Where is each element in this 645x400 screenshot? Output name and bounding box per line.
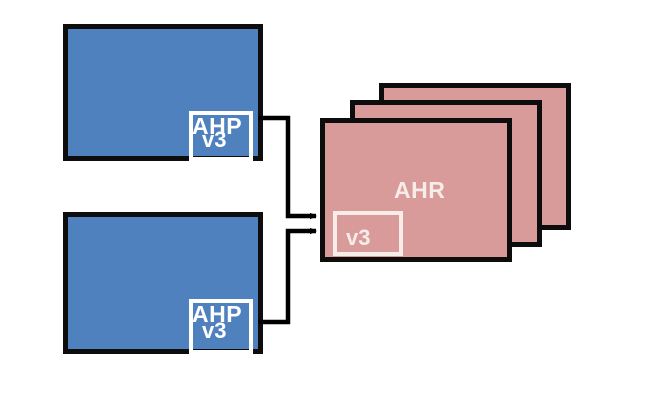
ahr-label: AHR xyxy=(394,177,446,203)
ahp-bottom-label: AHP xyxy=(192,301,243,327)
ahp-box-bottom[interactable]: AHP v3 xyxy=(63,212,263,354)
ahp-top-version-label: v3 xyxy=(202,127,227,152)
connector-ahp-top-to-ahr xyxy=(258,115,317,220)
ahp-bottom-version-label: v3 xyxy=(202,317,227,343)
ahp-bottom-version-box[interactable]: v3 xyxy=(189,299,253,354)
connector-ahp-bottom-to-ahr xyxy=(258,227,317,325)
ahp-top-label: AHP xyxy=(192,113,243,139)
ahp-top-version-box[interactable]: v3 xyxy=(189,111,253,161)
ahr-version-box[interactable]: v3 xyxy=(333,211,403,256)
ahr-box-front-layer[interactable]: AHR v3 xyxy=(320,118,512,262)
ahp-box-top[interactable]: AHP v3 xyxy=(63,24,263,161)
ahr-version-label: v3 xyxy=(346,224,371,250)
